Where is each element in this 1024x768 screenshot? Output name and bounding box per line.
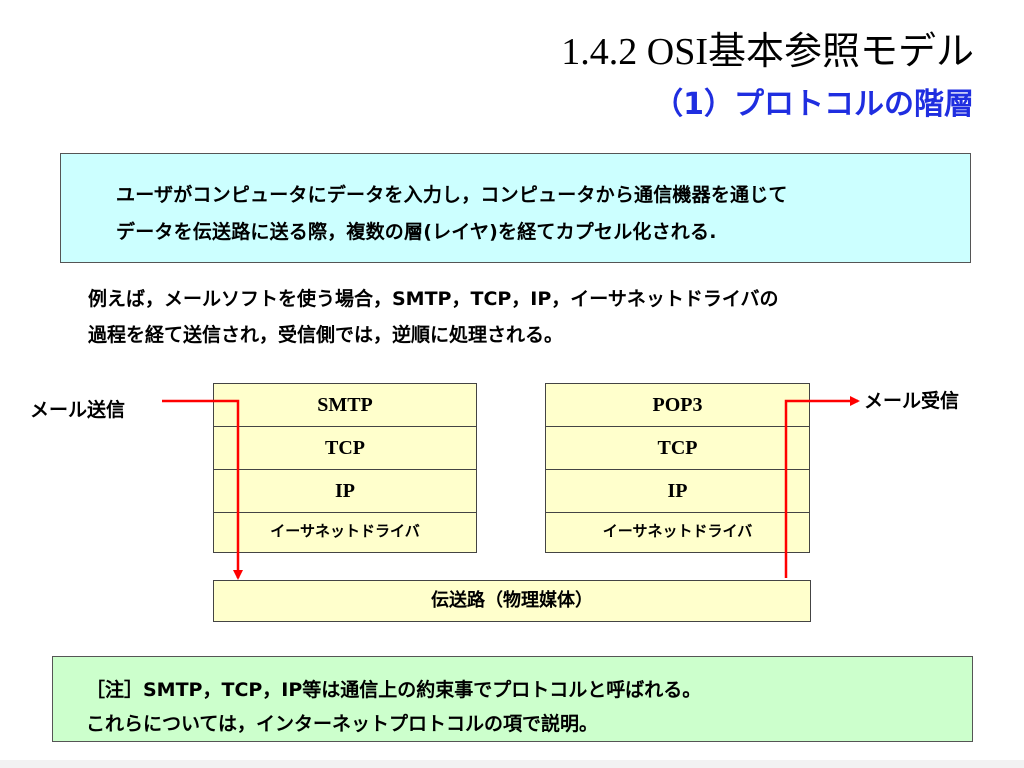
intro-box: ユーザがコンピュータにデータを入力し，コンピュータから通信機器を通じて データを…	[60, 153, 971, 263]
receiver-layer-tcp-label: TCP	[657, 437, 698, 459]
sender-layer-ip: IP	[214, 470, 476, 513]
slide-subtitle: （1）プロトコルの階層	[653, 87, 974, 122]
sender-layer-ethernet-label: イーサネットドライバ	[270, 522, 420, 540]
receiver-layer-ethernet-label: イーサネットドライバ	[602, 522, 753, 540]
receiver-layer-ip-label: IP	[667, 480, 688, 502]
transmission-medium: 伝送路（物理媒体）	[213, 580, 811, 622]
slide-title: 1.4.2 OSI基本参照モデル	[561, 31, 974, 73]
receiver-layer-ethernet: イーサネットドライバ	[546, 513, 809, 553]
sender-layer-tcp-label: TCP	[325, 437, 365, 459]
note-box: ［注］SMTP，TCP，IP等は通信上の約束事でプロトコルと呼ばれる。 これらに…	[52, 656, 973, 742]
receiver-layer-ip: IP	[546, 470, 809, 513]
receiver-layer-pop3: POP3	[546, 384, 809, 427]
send-flow-arrow	[162, 399, 243, 580]
sender-layer-ip-label: IP	[335, 480, 355, 502]
sender-layer-smtp: SMTP	[214, 384, 476, 427]
note-line-1: ［注］SMTP，TCP，IP等は通信上の約束事でプロトコルと呼ばれる。	[86, 679, 702, 701]
example-line-2: 過程を経て送信され，受信側では，逆順に処理される。	[88, 324, 564, 346]
sender-layer-tcp: TCP	[214, 427, 476, 470]
sender-layer-smtp-label: SMTP	[317, 394, 373, 416]
transmission-medium-label: 伝送路（物理媒体）	[431, 590, 593, 611]
receive-mail-label: メール受信	[864, 390, 960, 412]
intro-line-2: データを伝送路に送る際，複数の層(レイヤ)を経てカプセル化される.	[116, 221, 717, 243]
receive-flow-arrow	[784, 396, 860, 578]
sender-layer-ethernet: イーサネットドライバ	[214, 513, 476, 553]
receiver-layer-tcp: TCP	[546, 427, 809, 470]
example-line-1: 例えば，メールソフトを使う場合，SMTP，TCP，IP，イーサネットドライバの	[88, 288, 779, 310]
sender-protocol-stack: SMTP TCP IP イーサネットドライバ	[213, 383, 477, 553]
receiver-protocol-stack: POP3 TCP IP イーサネットドライバ	[545, 383, 810, 553]
intro-line-1: ユーザがコンピュータにデータを入力し，コンピュータから通信機器を通じて	[116, 184, 788, 206]
send-mail-label: メール送信	[30, 399, 126, 421]
bottom-strip	[0, 760, 1024, 768]
receiver-layer-pop3-label: POP3	[652, 394, 703, 416]
note-line-2: これらについては，インターネットプロトコルの項で説明。	[86, 713, 599, 735]
